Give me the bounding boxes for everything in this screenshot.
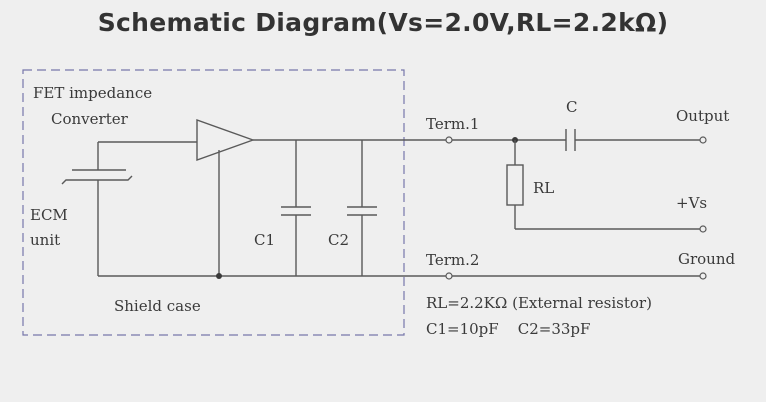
note-capacitors: C1=10pF C2=33pF xyxy=(426,320,590,338)
ecm-label-line2: unit xyxy=(30,231,60,249)
capacitor-c2 xyxy=(347,140,377,276)
shield-case-box xyxy=(22,69,405,336)
ecm-capsule xyxy=(61,142,133,276)
term1-label: Term.1 xyxy=(426,115,479,133)
capacitor-c xyxy=(565,129,576,151)
term2-label: Term.2 xyxy=(426,251,479,269)
vs-terminal xyxy=(699,225,707,233)
term2-node xyxy=(445,272,453,280)
term1-node xyxy=(445,136,453,144)
capacitor-c1 xyxy=(281,140,311,276)
fet-label-line2: Converter xyxy=(51,110,129,128)
ground-terminal xyxy=(699,272,707,280)
ground-line xyxy=(98,272,707,280)
output-label: Output xyxy=(676,107,729,125)
note-rl: RL=2.2KΩ (External resistor) xyxy=(426,294,652,312)
resistor-rl xyxy=(506,137,707,233)
rl-label: RL xyxy=(533,179,554,197)
shield-case-label: Shield case xyxy=(114,297,201,315)
diagram-title: Schematic Diagram(Vs=2.0V,RL=2.2kΩ) xyxy=(97,8,669,37)
c2-label: C2 xyxy=(328,231,349,249)
ground-label: Ground xyxy=(678,250,736,268)
output-terminal xyxy=(699,136,707,144)
fet-label-line1: FET impedance xyxy=(33,84,152,102)
c-label: C xyxy=(566,98,577,116)
fet-amplifier xyxy=(98,119,256,276)
ecm-label-line1: ECM xyxy=(30,206,68,224)
c1-label: C1 xyxy=(254,231,275,249)
vs-label: +Vs xyxy=(676,194,707,212)
